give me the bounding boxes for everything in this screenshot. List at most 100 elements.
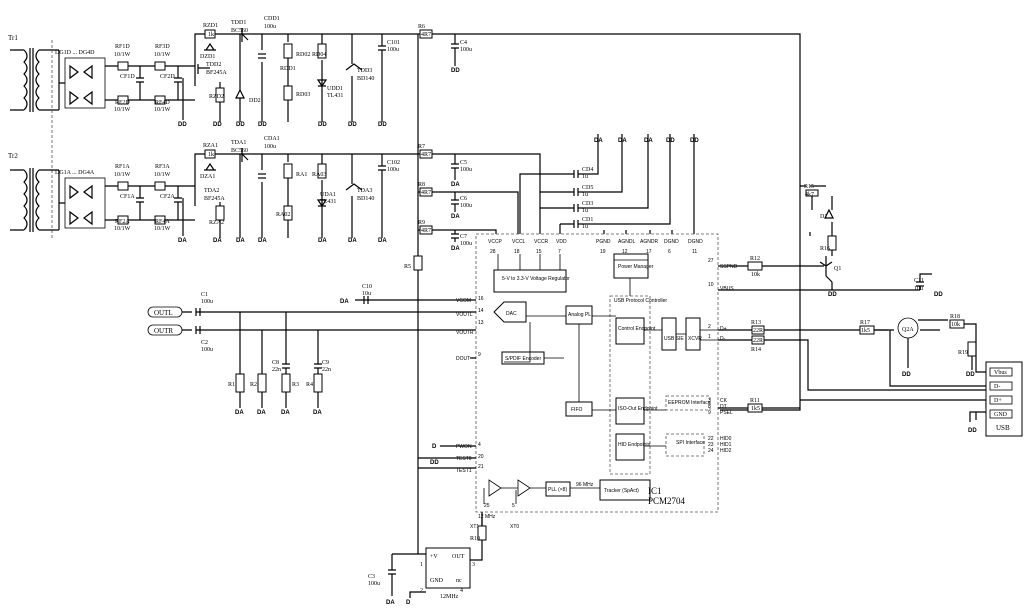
svg-text:VCCP: VCCP [488,239,503,245]
svg-text:DD: DD [968,428,977,434]
svg-text:RZD1: RZD1 [203,23,218,29]
svg-text:1u: 1u [582,208,588,214]
svg-text:+V: +V [430,554,438,560]
svg-text:RA02: RA02 [276,212,290,218]
svg-text:PLL (×8): PLL (×8) [548,487,567,493]
svg-text:20: 20 [478,454,484,460]
svg-text:12MHz: 12MHz [440,594,459,600]
svg-text:BD140: BD140 [357,196,374,202]
svg-text:R19: R19 [958,350,968,356]
svg-text:AGNDR: AGNDR [640,239,658,245]
svg-text:HID0: HID0 [720,436,732,442]
svg-text:10: 10 [708,282,714,288]
svg-text:96 MHz: 96 MHz [576,482,594,488]
rf1a-value: 10/1W [114,172,131,178]
svg-text:DA: DA [451,214,460,220]
svg-text:R15: R15 [804,184,814,190]
usb-connector-title: USB [996,424,1010,432]
svg-text:100u: 100u [368,581,380,587]
outl-label: OUTL [154,309,173,317]
svg-text:DD: DD [902,372,911,378]
svg-text:VOUTR: VOUTR [456,330,474,336]
svg-text:VOUTL: VOUTL [456,312,473,318]
tr1-label: Tr1 [8,34,18,42]
svg-text:9: 9 [478,352,481,358]
svg-text:DA: DA [378,238,387,244]
svg-text:8: 8 [708,404,711,410]
svg-text:CK: CK [720,398,728,404]
svg-text:BC560: BC560 [231,148,248,154]
svg-text:CD1: CD1 [582,217,593,223]
svg-text:Analog PLL: Analog PLL [568,312,594,318]
cf2a-label: CF2A [160,194,175,200]
svg-text:GND: GND [994,412,1008,418]
svg-text:DD2: DD2 [249,98,261,104]
svg-text:100u: 100u [460,203,472,209]
svg-text:USB SIE: USB SIE [664,336,684,342]
bridge-analog: DG1A ... DG4A [55,170,115,230]
svg-text:TL431: TL431 [320,199,336,205]
svg-text:BF245A: BF245A [206,70,227,76]
svg-text:22R: 22R [753,328,763,334]
svg-text:24: 24 [708,448,714,454]
svg-text:4k7: 4k7 [805,192,814,198]
svg-text:1k: 1k [208,152,214,158]
svg-text:PCM2704: PCM2704 [648,496,686,506]
svg-text:DA: DA [236,238,245,244]
svg-text:BC560: BC560 [231,28,248,34]
svg-text:100u: 100u [201,347,213,353]
outr-label: OUTR [154,327,173,335]
svg-text:DZA1: DZA1 [200,174,215,180]
rf-filter-analog: RF1A 10/1W RF3A 10/1W RF2A 10/1W RF4A 10… [114,164,195,244]
svg-text:TEST0: TEST0 [456,456,472,462]
svg-text:TDA3: TDA3 [357,188,372,194]
svg-text:1: 1 [420,562,423,568]
svg-text:9: 9 [708,410,711,416]
svg-text:4R7: 4R7 [421,32,431,38]
rf1d-name: RF1D [115,44,130,50]
svg-text:D: D [406,600,411,606]
svg-text:HID2: HID2 [720,448,732,454]
svg-text:C7: C7 [460,234,467,240]
svg-text:DA: DA [451,246,460,252]
svg-text:10u: 10u [362,291,371,297]
svg-text:TEST1: TEST1 [456,468,472,474]
svg-text:BF245A: BF245A [204,196,225,202]
svg-text:14: 14 [478,308,484,314]
rf1d-value: 10/1W [114,52,131,58]
svg-text:FIFO: FIFO [571,407,582,413]
svg-text:VBUS: VBUS [720,286,734,292]
svg-text:C6: C6 [460,196,467,202]
svg-text:C10: C10 [362,284,372,290]
svg-text:OUT: OUT [452,554,465,560]
svg-text:AGNDL: AGNDL [618,239,635,245]
analog-regulator: RZA1 1k TDA1 BC560 DZA1 TDA2 BF245A RZA2… [194,136,418,244]
svg-text:TDD1: TDD1 [231,20,246,26]
rf3d-value: 10/1W [154,52,171,58]
svg-text:DD: DD [828,292,837,298]
rf1a-name: RF1A [115,164,130,170]
svg-text:2: 2 [420,588,423,594]
svg-text:R7: R7 [418,144,425,150]
svg-text:HID1: HID1 [720,442,732,448]
rf2d-name: RF2D [115,100,130,106]
svg-text:2: 2 [708,324,711,330]
svg-text:22n: 22n [272,367,281,373]
svg-text:D: D [432,444,437,450]
svg-text:DA: DA [258,238,267,244]
tr2-label: Tr2 [8,152,18,160]
svg-text:C4: C4 [460,40,467,46]
bridge-digital-label: DG1D ... DG4D [55,50,95,56]
svg-text:XCVR: XCVR [688,336,702,342]
svg-text:R17: R17 [860,320,870,326]
svg-text:Q2A: Q2A [902,327,914,333]
svg-text:DA: DA [618,138,627,144]
svg-text:1u: 1u [582,174,588,180]
svg-text:C2: C2 [201,340,208,346]
svg-text:VCOM: VCOM [456,298,471,304]
svg-text:R12: R12 [750,256,760,262]
transformer-tr1: Tr1 [8,34,59,240]
svg-text:27: 27 [708,258,714,264]
svg-text:3: 3 [472,562,475,568]
